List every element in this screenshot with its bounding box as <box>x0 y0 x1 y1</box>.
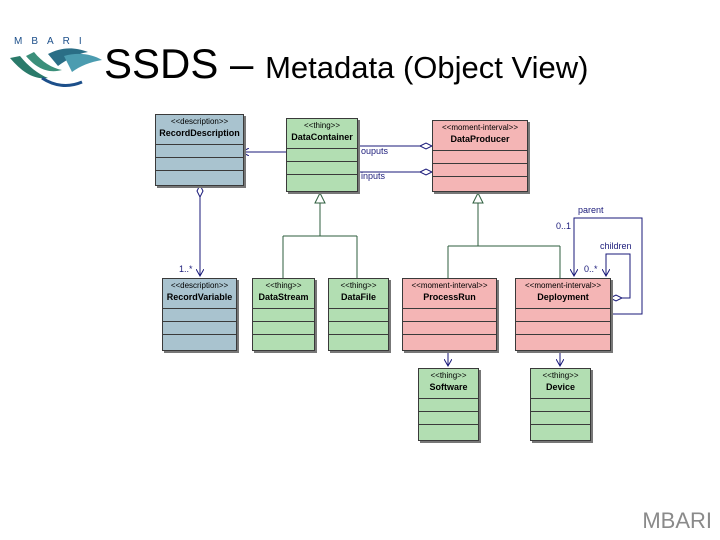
class-name: DataContainer <box>291 132 353 142</box>
class-name: Deployment <box>537 292 589 302</box>
inputs-label: inputs <box>361 171 386 181</box>
class-name: ProcessRun <box>423 292 476 302</box>
class-data-file[interactable]: <<thing>> DataFile <box>328 278 389 351</box>
parent-label: parent <box>578 205 604 215</box>
stereotype-label: <<moment-interval>> <box>411 281 488 290</box>
title-sub: Metadata (Object View) <box>265 50 589 85</box>
class-data-producer[interactable]: <<moment-interval>> DataProducer <box>432 120 528 192</box>
variable-diamond <box>196 183 204 199</box>
class-name: Device <box>545 382 576 392</box>
title-main: SSDS – <box>104 40 266 87</box>
producer-generalization-triangle <box>472 191 484 204</box>
stereotype-label: <<thing>> <box>430 371 467 380</box>
class-data-container[interactable]: <<thing>> DataContainer <box>286 118 358 192</box>
class-record-variable[interactable]: <<description>> RecordVariable <box>162 278 237 351</box>
stereotype-label: <<description>> <box>170 281 229 290</box>
stereotype-label: <<description>> <box>170 117 229 126</box>
class-record-description[interactable]: <<description>> RecordDescription <box>155 114 244 186</box>
class-name: RecordVariable <box>166 292 233 302</box>
ouputs-label: ouputs <box>361 146 389 156</box>
ouputs-diamond <box>418 142 434 150</box>
children-diamond <box>608 294 624 302</box>
class-device[interactable]: <<thing>> Device <box>530 368 591 441</box>
logo-text: MBARI <box>14 36 91 47</box>
multiplicity-1-many-label: 1..* <box>179 264 193 274</box>
stereotype-label: <<thing>> <box>265 281 302 290</box>
mbari-logo-icon <box>10 48 102 87</box>
multiplicity-0-1-label: 0..1 <box>556 221 572 231</box>
footer-brand: MBARI <box>642 508 712 533</box>
children-label: children <box>600 241 632 251</box>
class-name: Software <box>429 382 468 392</box>
stereotype-label: <<thing>> <box>542 371 579 380</box>
stereotype-label: <<moment-interval>> <box>441 123 519 132</box>
inputs-diamond <box>418 168 434 176</box>
stereotype-label: <<thing>> <box>303 121 341 130</box>
stereotype-label: <<thing>> <box>340 281 377 290</box>
class-process-run[interactable]: <<moment-interval>> ProcessRun <box>402 278 497 351</box>
class-name: RecordDescription <box>159 128 240 138</box>
class-deployment[interactable]: <<moment-interval>> Deployment <box>515 278 611 351</box>
multiplicity-0-many-label: 0..* <box>584 264 598 274</box>
class-name: DataStream <box>258 292 309 302</box>
class-name: DataProducer <box>450 134 510 144</box>
class-data-stream[interactable]: <<thing>> DataStream <box>252 278 315 351</box>
parent-line <box>574 217 643 315</box>
page-title: SSDS – Metadata (Object View) <box>104 40 588 88</box>
stereotype-label: <<moment-interval>> <box>524 281 602 290</box>
children-line <box>606 253 631 299</box>
class-software[interactable]: <<thing>> Software <box>418 368 479 441</box>
class-name: DataFile <box>340 292 376 302</box>
container-generalization-triangle <box>314 191 326 204</box>
